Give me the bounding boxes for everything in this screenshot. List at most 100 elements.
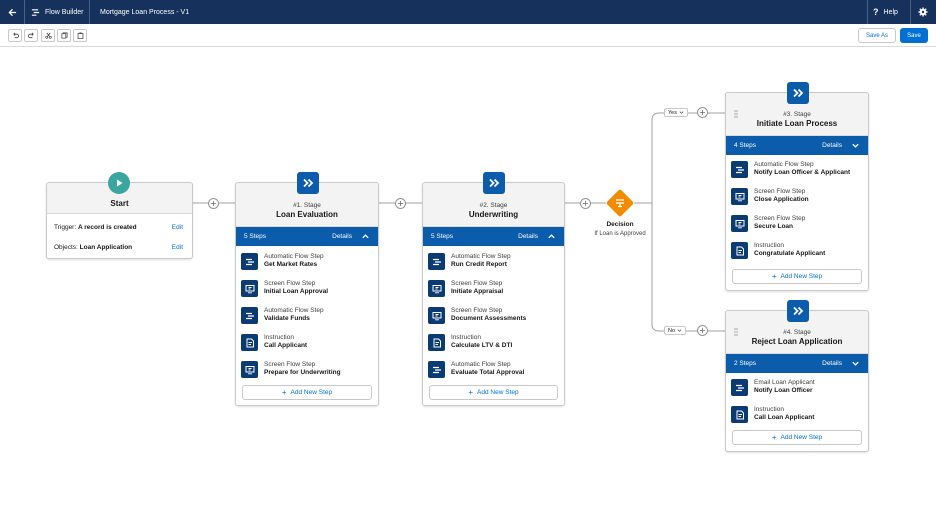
step-type: Instruction — [754, 406, 784, 413]
edit-objects-link[interactable]: Edit — [171, 244, 183, 251]
chevron-down-icon[interactable] — [851, 359, 860, 368]
objects-label: Objects: — [54, 244, 78, 251]
chevron-down-icon[interactable] — [851, 141, 860, 150]
step-type: Automatic Flow Step — [264, 253, 324, 260]
steps-bar[interactable]: 5 Steps Details — [423, 227, 564, 246]
copy-button[interactable] — [57, 29, 71, 42]
stage-card-4[interactable]: #4. Stage Reject Loan Application 2 Step… — [725, 300, 869, 452]
details-toggle[interactable]: Details — [822, 142, 842, 149]
screen-icon — [731, 215, 748, 232]
step-type: Screen Flow Step — [264, 280, 316, 287]
flow-title: Mortgage Loan Process - V1 — [100, 8, 190, 16]
help-button[interactable]: ? Help — [873, 0, 898, 24]
stage-icon — [787, 82, 809, 104]
settings-button[interactable] — [910, 0, 936, 24]
yes-branch-label[interactable]: Yes — [664, 108, 688, 117]
instruction-icon — [731, 406, 748, 423]
chevron-up-icon[interactable] — [547, 232, 556, 241]
undo-button[interactable] — [8, 29, 22, 42]
step-type: Screen Flow Step — [754, 188, 806, 195]
chevron-down-icon — [677, 329, 682, 332]
paste-button[interactable] — [73, 29, 87, 42]
step-type: Screen Flow Step — [451, 307, 503, 314]
decision-node[interactable] — [605, 188, 635, 218]
stage-card-3[interactable]: #3. Stage Initiate Loan Process 4 Steps … — [725, 82, 869, 291]
flow-icon — [241, 253, 258, 270]
plus-icon — [210, 200, 217, 207]
add-element-button[interactable] — [208, 198, 219, 209]
step-type: Automatic Flow Step — [451, 361, 511, 368]
steps-count: 4 Steps — [734, 142, 757, 149]
step-name: Notify Loan Officer & Applicant — [754, 169, 851, 176]
chevron-up-icon[interactable] — [361, 232, 370, 241]
steps-bar[interactable]: 5 Steps Details — [236, 227, 378, 246]
details-toggle[interactable]: Details — [332, 233, 352, 240]
edit-trigger-link[interactable]: Edit — [171, 224, 183, 231]
no-label: No — [668, 327, 676, 334]
instruction-icon — [428, 334, 445, 351]
details-toggle[interactable]: Details — [822, 360, 842, 367]
cut-button[interactable] — [41, 29, 55, 42]
add-step-label: Add New Step — [290, 389, 333, 396]
plus-icon: + — [771, 433, 777, 442]
step-name: Congratulate Applicant — [754, 250, 826, 257]
step-name: Get Market Rates — [264, 261, 318, 268]
step-type: Instruction — [451, 334, 481, 341]
flow-canvas[interactable]: Yes No Start Trigger: A record is create… — [0, 47, 936, 526]
add-element-button[interactable] — [697, 325, 708, 336]
undo-icon — [12, 32, 19, 39]
clipboard-icon — [77, 32, 83, 39]
stage-icon — [483, 172, 505, 194]
stage-card-1[interactable]: #1. Stage Loan Evaluation 5 Steps Detail… — [235, 172, 379, 406]
no-branch-label[interactable]: No — [664, 326, 687, 335]
add-element-button[interactable] — [697, 107, 708, 118]
add-element-button[interactable] — [580, 198, 591, 209]
plus-icon — [397, 200, 404, 207]
step-name: Secure Loan — [754, 223, 794, 230]
app-name-label: Flow Builder — [45, 8, 84, 16]
steps-count: 5 Steps — [244, 233, 267, 240]
step-type: Email Loan Applicant — [754, 379, 815, 386]
step-type: Automatic Flow Step — [754, 161, 814, 168]
flow-icon — [241, 307, 258, 324]
step-name: Calculate LTV & DTI — [451, 342, 513, 349]
step-type: Automatic Flow Step — [451, 253, 511, 260]
step-name: Initiate Appraisal — [451, 288, 504, 295]
stage-name: Reject Loan Application — [751, 337, 843, 346]
steps-bar[interactable]: 2 Steps Details — [726, 354, 868, 373]
save-as-button[interactable]: Save As — [858, 28, 896, 43]
screen-icon — [428, 280, 445, 297]
steps-bar[interactable]: 4 Steps Details — [726, 136, 868, 155]
add-new-step-button[interactable]: + Add New Step — [242, 385, 372, 400]
stage-icon — [787, 300, 809, 322]
add-new-step-button[interactable]: + Add New Step — [732, 269, 862, 284]
plus-icon — [699, 109, 706, 116]
screen-icon — [241, 280, 258, 297]
stage-card-2[interactable]: #2. Stage Underwriting 5 Steps Details A… — [422, 172, 565, 406]
add-new-step-button[interactable]: + Add New Step — [429, 385, 558, 400]
redo-button[interactable] — [24, 29, 38, 42]
start-card[interactable]: Start Trigger: A record is created Edit … — [46, 172, 193, 259]
drag-handle-icon[interactable] — [734, 110, 738, 118]
copy-icon — [61, 32, 67, 39]
trigger-value: A record is created — [77, 224, 137, 231]
step-name: Initial Loan Approval — [264, 288, 329, 295]
steps-count: 5 Steps — [431, 233, 454, 240]
step-type: Screen Flow Step — [451, 280, 503, 287]
step-type: Instruction — [754, 242, 784, 249]
plus-icon: + — [468, 388, 474, 397]
back-arrow-icon — [7, 8, 16, 16]
add-new-step-button[interactable]: + Add New Step — [732, 430, 862, 445]
step-name: Notify Loan Officer — [754, 387, 813, 394]
back-button[interactable] — [0, 0, 24, 24]
flow-icon — [428, 361, 445, 378]
objects-value: Loan Application — [79, 244, 133, 251]
drag-handle-icon[interactable] — [734, 328, 738, 336]
step-name: Prepare for Underwriting — [264, 369, 341, 376]
save-button[interactable]: Save — [900, 28, 928, 43]
details-toggle[interactable]: Details — [518, 233, 538, 240]
step-type: Automatic Flow Step — [264, 307, 324, 314]
decision-icon — [616, 199, 624, 208]
add-element-button[interactable] — [395, 198, 406, 209]
screen-icon — [428, 307, 445, 324]
